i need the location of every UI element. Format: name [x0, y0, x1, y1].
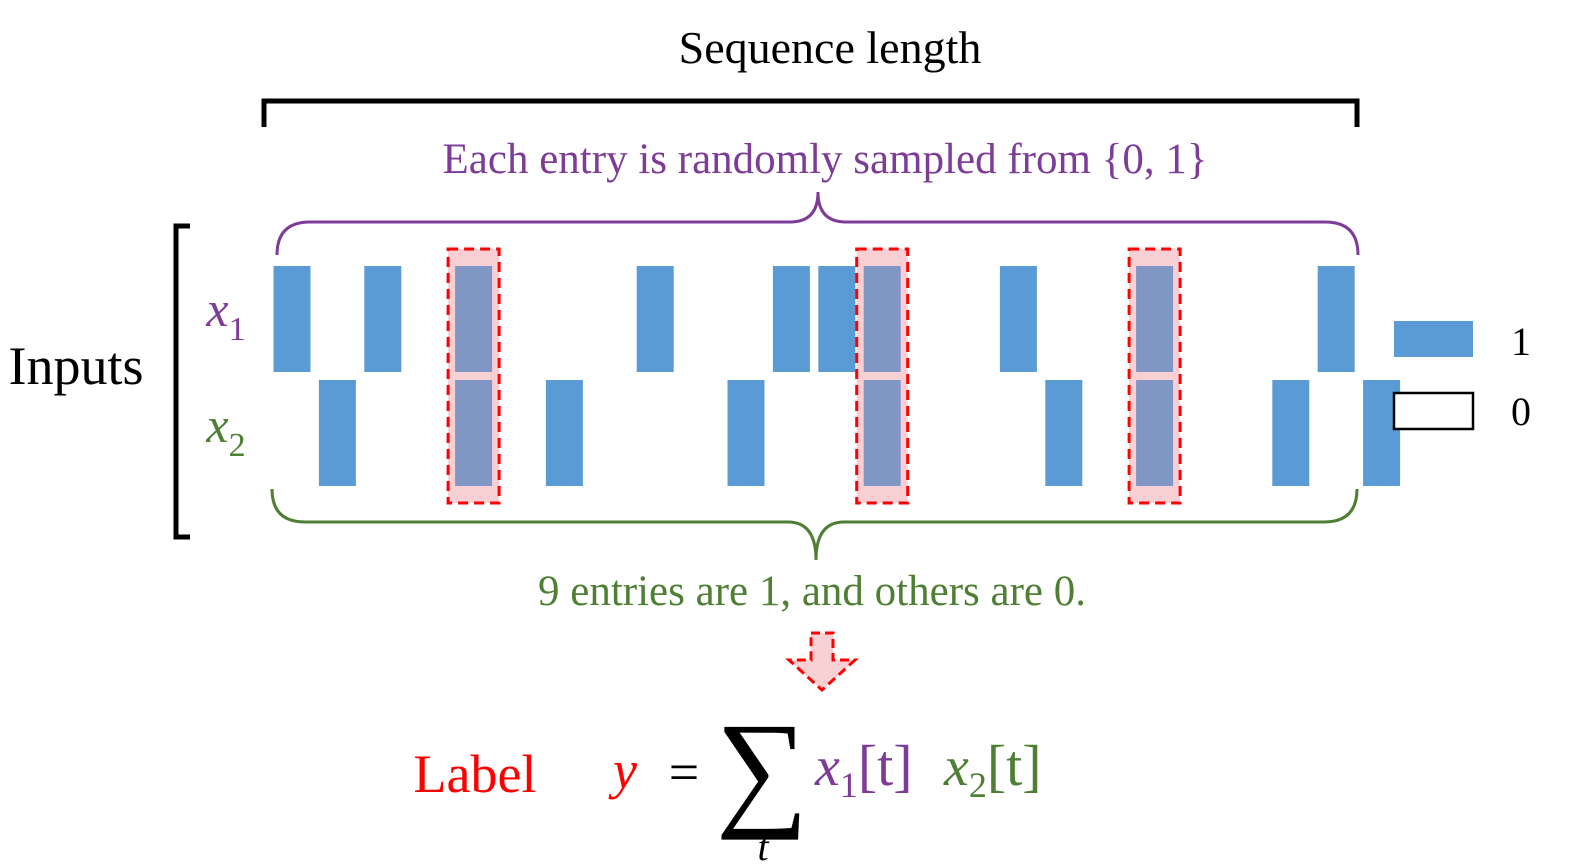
row1-bar-8	[636, 266, 674, 372]
legend-one-label: 1	[1511, 319, 1531, 364]
row2-var: x	[205, 397, 228, 453]
sum-index: t	[757, 824, 769, 868]
inputs-bracket	[173, 223, 190, 540]
top-curly-brace	[275, 191, 1360, 256]
equation-term2: x2[t]	[943, 733, 1042, 805]
row1-label: x1	[205, 281, 245, 348]
row2-bar-1	[318, 380, 356, 486]
row2-bar-19	[1136, 380, 1174, 486]
row1-bar-19	[1136, 266, 1174, 372]
overlap-borders	[446, 247, 1182, 505]
equation-term1: x1[t]	[814, 733, 913, 805]
overlap-border-19	[1127, 247, 1182, 505]
term2-var: x	[943, 736, 969, 798]
row2-bar-4	[455, 380, 493, 486]
row1-var: x	[205, 281, 228, 337]
row1-bar-4	[455, 266, 493, 372]
row1-bar-23	[1317, 266, 1355, 372]
bottom-curly-brace	[270, 488, 1359, 561]
row1-bar-16	[999, 266, 1037, 372]
term2-idx: [t]	[987, 733, 1042, 798]
term2-sub: 2	[969, 765, 987, 805]
row1-bar-0	[273, 266, 311, 372]
row2-label: x2	[205, 397, 245, 464]
legend-zero-label: 0	[1511, 389, 1531, 434]
row1-bar-11	[772, 266, 810, 372]
row1-sub: 1	[229, 311, 246, 348]
legend-zero-swatch	[1392, 391, 1475, 431]
row2-bar-17	[1045, 380, 1083, 486]
row2-bar-10	[727, 380, 765, 486]
row1-bar-12	[818, 266, 856, 372]
overlap-border-4	[446, 247, 501, 505]
row1-bar-2	[364, 266, 402, 372]
sequence-length-title: Sequence length	[679, 22, 982, 73]
legend-one-swatch	[1394, 321, 1473, 357]
sum-symbol: ∑	[716, 697, 809, 841]
row1-bar-13	[863, 266, 901, 372]
overlap-border-13	[855, 247, 910, 505]
term1-var: x	[814, 736, 840, 798]
row2-sub: 2	[229, 427, 246, 464]
inputs-label: Inputs	[9, 336, 144, 396]
term1-sub: 1	[840, 765, 858, 805]
row2-bar-6	[545, 380, 583, 486]
top-note: Each entry is randomly sampled from {0, …	[443, 136, 1208, 183]
row2-bar-13	[863, 380, 901, 486]
down-arrow-icon	[785, 631, 859, 693]
row2-bar-22	[1272, 380, 1310, 486]
sequence-bars	[273, 266, 1401, 486]
equation-label: Label	[414, 744, 537, 804]
equation-lhs: y	[608, 740, 637, 800]
equation-equals: =	[669, 742, 699, 802]
sequence-length-bracket	[261, 98, 1360, 127]
term1-idx: [t]	[858, 733, 913, 798]
bottom-note: 9 entries are 1, and others are 0.	[538, 568, 1086, 615]
